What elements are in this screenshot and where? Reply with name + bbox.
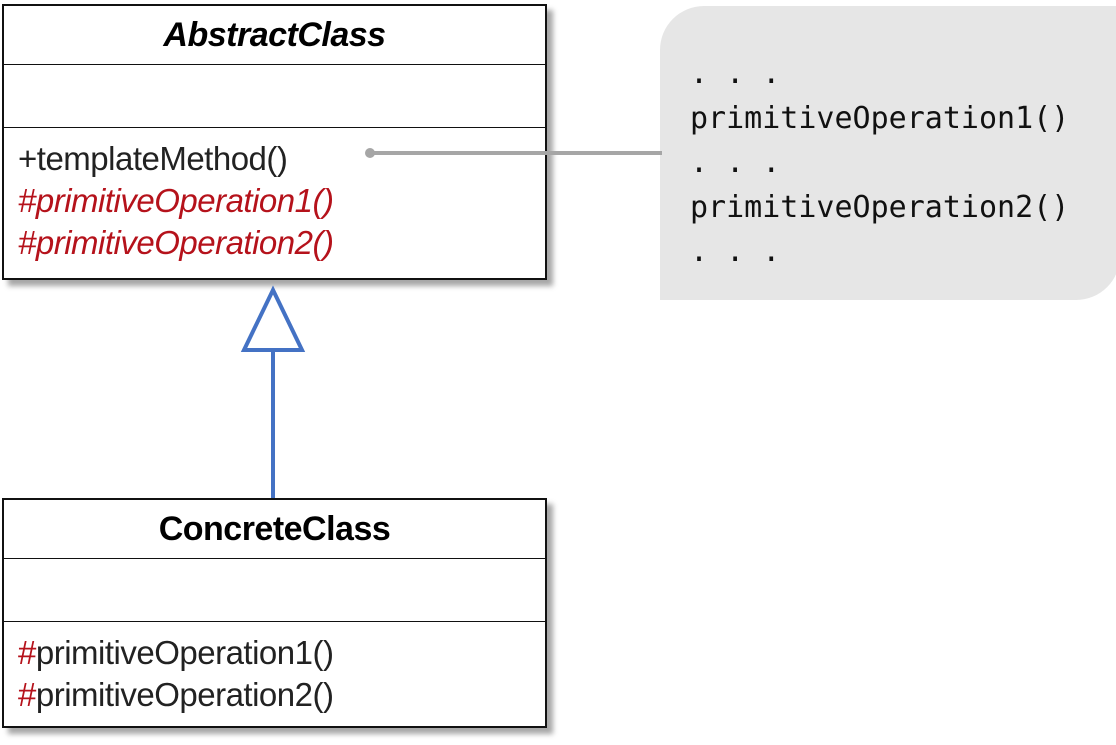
- primitive-operation2-abstract: #primitiveOperation2(): [18, 224, 334, 261]
- abstract-class-operations: +templateMethod() #primitiveOperation1()…: [4, 128, 545, 264]
- note-line: . . .: [690, 234, 781, 269]
- concrete-class-operations: #primitiveOperation1() #primitiveOperati…: [4, 622, 545, 716]
- note-line: primitiveOperation1(): [690, 100, 1070, 136]
- protected-marker: #: [18, 676, 36, 713]
- concrete-class-name: ConcreteClass: [4, 500, 545, 559]
- template-method-operation: +templateMethod(): [18, 140, 288, 177]
- note-line: primitiveOperation2(): [690, 189, 1070, 225]
- abstract-class-box: AbstractClass +templateMethod() #primiti…: [2, 4, 547, 280]
- concrete-class-box: ConcreteClass #primitiveOperation1() #pr…: [2, 498, 547, 728]
- concrete-class-attributes: [4, 559, 545, 622]
- primitive-operation1-abstract: #primitiveOperation1(): [18, 182, 334, 219]
- note-line: . . .: [690, 145, 781, 180]
- abstract-class-name: AbstractClass: [4, 6, 545, 65]
- note-connector-dot: [365, 148, 375, 158]
- inheritance-arrowhead: [240, 285, 306, 352]
- protected-marker: #: [18, 634, 36, 671]
- note-line: . . .: [690, 56, 781, 91]
- primitive-operation2-concrete: #primitiveOperation2(): [18, 676, 334, 713]
- abstract-class-attributes: [4, 65, 545, 128]
- template-method-note: . . . primitiveOperation1() . . . primit…: [660, 6, 1116, 300]
- primitive-operation1-concrete: #primitiveOperation1(): [18, 634, 334, 671]
